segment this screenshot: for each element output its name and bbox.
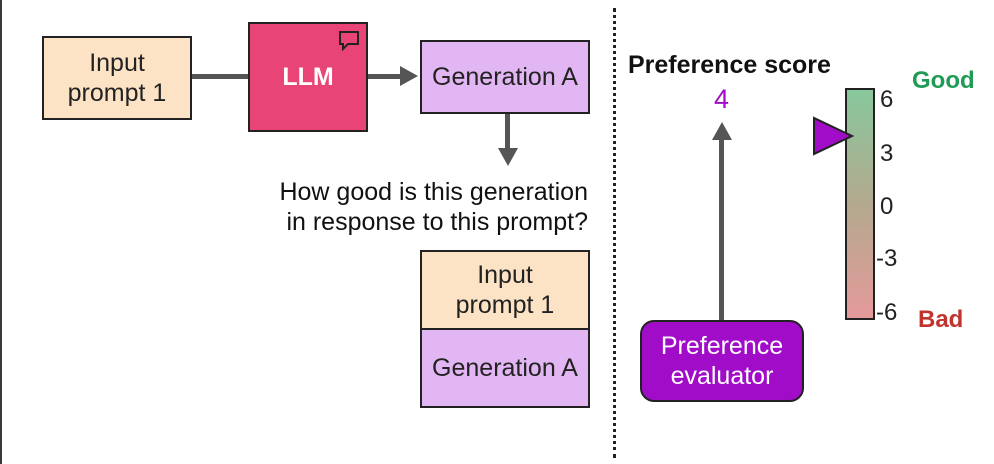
scale-tick-0: 0 bbox=[880, 193, 894, 220]
left-border bbox=[0, 0, 2, 464]
llm-label: LLM bbox=[282, 63, 334, 91]
stack-generation-box: Generation A bbox=[420, 328, 590, 408]
triangle-pointer-icon bbox=[813, 116, 855, 156]
input-prompt-box: Input prompt 1 bbox=[42, 36, 192, 120]
scale-tick-6: 6 bbox=[880, 86, 894, 113]
scale-tick-neg6: -6 bbox=[876, 299, 898, 326]
section-divider bbox=[613, 8, 616, 458]
preference-score-label: Preference score bbox=[628, 51, 831, 79]
connector-prompt-llm bbox=[192, 74, 248, 79]
llm-box: LLM bbox=[248, 22, 368, 132]
scale-bad-label: Bad bbox=[918, 306, 964, 333]
scale-tick-neg3: -3 bbox=[876, 245, 898, 272]
scale-good-label: Good bbox=[912, 67, 975, 94]
score-scale-bar bbox=[845, 88, 875, 320]
evaluation-question: How good is this generation in response … bbox=[279, 178, 588, 236]
arrow-llm-generation-head bbox=[400, 66, 418, 86]
preference-score-value: 4 bbox=[714, 84, 730, 114]
generation-box: Generation A bbox=[420, 40, 590, 114]
arrow-generation-question-head bbox=[498, 148, 518, 166]
scale-tick-3: 3 bbox=[880, 140, 894, 167]
preference-evaluator-box: Preference evaluator bbox=[640, 320, 804, 402]
speech-bubble-icon bbox=[339, 31, 359, 52]
stack-input-prompt-box: Input prompt 1 bbox=[420, 250, 590, 330]
arrow-evaluator-score-shaft bbox=[719, 138, 724, 322]
arrow-llm-generation-shaft bbox=[368, 74, 402, 79]
arrow-generation-question-shaft bbox=[505, 114, 510, 150]
arrow-evaluator-score-head bbox=[712, 122, 732, 140]
